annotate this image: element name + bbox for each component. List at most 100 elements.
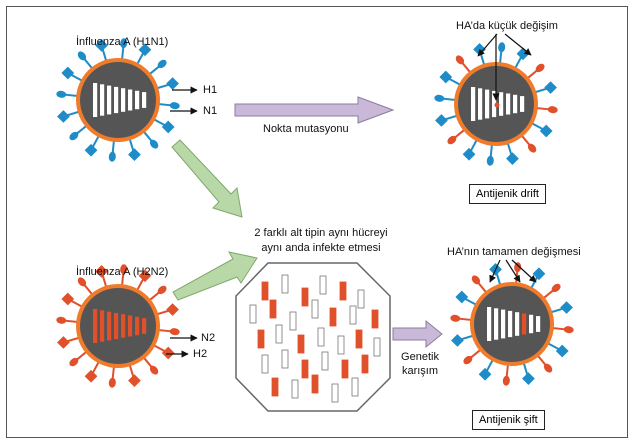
hemagglutinin-spike bbox=[56, 316, 67, 324]
gene-segment bbox=[513, 94, 518, 114]
neuraminidase-spike bbox=[539, 124, 553, 138]
gene-segment bbox=[107, 85, 112, 115]
neuraminidase-spike bbox=[560, 301, 573, 314]
hemagglutinin-spike bbox=[169, 102, 180, 110]
neuraminidase-spike bbox=[435, 114, 448, 127]
hemagglutinin-spike bbox=[434, 94, 445, 102]
hemagglutinin-spike bbox=[108, 151, 116, 162]
hemagglutinin-spike bbox=[547, 106, 558, 114]
h1n1-gene-segment bbox=[349, 305, 357, 325]
h1n1-gene-segment bbox=[249, 304, 257, 324]
hemagglutinin-spike bbox=[120, 264, 128, 275]
gene-segment bbox=[494, 308, 499, 340]
h2-label: H2 bbox=[193, 348, 208, 360]
shift-pointer-2 bbox=[505, 259, 521, 283]
gene-segment bbox=[487, 307, 492, 341]
hemagglutinin-spike bbox=[551, 283, 561, 293]
hemagglutinin-spike bbox=[498, 42, 506, 53]
h1n1-title: İnfluenza A (H1N1) bbox=[76, 36, 169, 48]
gene-segment bbox=[121, 88, 126, 112]
gene-segment bbox=[492, 90, 497, 118]
hemagglutinin-spike bbox=[450, 314, 461, 322]
gene-segment bbox=[114, 86, 119, 114]
gene-segment bbox=[520, 96, 525, 112]
antigenic-drift-box: Antijenik drift bbox=[469, 184, 546, 205]
neuraminidase-spike bbox=[166, 77, 179, 90]
neuraminidase-spike bbox=[166, 303, 179, 316]
neuraminidase-spike bbox=[451, 334, 464, 347]
hemagglutinin-spike bbox=[502, 375, 510, 386]
neuraminidase-spike bbox=[455, 290, 469, 304]
neuraminidase-spike bbox=[555, 344, 569, 358]
mutation-dot bbox=[494, 102, 500, 108]
hemagglutinin-spike bbox=[69, 357, 79, 367]
hemagglutinin-spike bbox=[120, 38, 128, 49]
cell-gene-segments bbox=[249, 274, 381, 403]
h1n1-gene-segment bbox=[351, 377, 359, 397]
neuraminidase-spike bbox=[522, 372, 535, 385]
h2n2-virion bbox=[56, 264, 180, 388]
hemagglutinin-spike bbox=[149, 365, 159, 375]
gene-segment bbox=[135, 316, 140, 336]
reassortment-label-line1: Genetik bbox=[401, 351, 439, 363]
h1n1-gene-segment bbox=[337, 335, 345, 355]
hemagglutinin-spike bbox=[157, 59, 167, 69]
h2n2-gene-segment bbox=[261, 281, 269, 301]
neuraminidase-spike bbox=[478, 367, 492, 381]
h2n2-gene-segment bbox=[301, 359, 309, 379]
h1n1-gene-segment bbox=[275, 324, 283, 344]
h2n2-gene-segment bbox=[371, 309, 379, 329]
hemagglutinin-spike bbox=[447, 135, 457, 145]
hemagglutinin-spike bbox=[455, 55, 465, 65]
h1n1-virion bbox=[56, 38, 180, 162]
h2n2-gene-segment bbox=[257, 329, 265, 349]
neuraminidase-spike bbox=[128, 148, 141, 161]
neuraminidase-spike bbox=[61, 66, 75, 80]
h1n1-to-coinfection-arrow bbox=[171, 139, 243, 218]
drift-virion bbox=[434, 42, 558, 166]
gene-segment bbox=[515, 312, 520, 336]
h2n2-gene-segment bbox=[271, 377, 279, 397]
coinfection-label-line1: 2 farklı alt tipin aynı hücreyi bbox=[254, 227, 388, 239]
hemagglutinin-spike bbox=[77, 51, 87, 61]
neuraminidase-spike bbox=[61, 292, 75, 306]
drift-pointer-1 bbox=[477, 33, 498, 57]
neuraminidase-spike bbox=[544, 81, 557, 94]
hemagglutinin-spike bbox=[563, 326, 574, 334]
coinfection-label-line2: aynı anda infekte etmesi bbox=[261, 242, 381, 254]
neuraminidase-spike bbox=[84, 143, 98, 157]
neuraminidase-spike bbox=[506, 152, 519, 165]
h1-label: H1 bbox=[203, 84, 218, 96]
neuraminidase-spike bbox=[128, 374, 141, 387]
h2n2-gene-segment bbox=[329, 307, 337, 327]
h2n2-title: İnfluenza A (H2N2) bbox=[76, 266, 169, 278]
hemagglutinin-spike bbox=[514, 262, 522, 273]
h1n1-gene-segment bbox=[261, 354, 269, 374]
reassortment-arrow bbox=[392, 319, 443, 349]
gene-segment bbox=[128, 89, 133, 111]
neuraminidase-spike bbox=[439, 70, 453, 84]
h1n1-gene-segment bbox=[281, 349, 289, 369]
h2n2-gene-segment bbox=[355, 329, 363, 349]
gene-segment bbox=[471, 87, 476, 121]
gene-segment bbox=[529, 314, 534, 334]
gene-segment bbox=[522, 313, 527, 335]
neuraminidase-spike bbox=[57, 336, 70, 349]
h2n2-gene-segment bbox=[311, 374, 319, 394]
drift-pointer-2 bbox=[504, 33, 532, 56]
h1n1-gene-segment bbox=[319, 275, 327, 295]
h1n1-gene-segment bbox=[373, 337, 381, 357]
gene-segment bbox=[501, 309, 506, 339]
hemagglutinin-spike bbox=[56, 90, 67, 98]
h1n1-gene-segment bbox=[291, 379, 299, 399]
gene-segment bbox=[485, 89, 490, 119]
neuraminidase-spike bbox=[161, 346, 175, 360]
h2n2-gene-segment bbox=[301, 287, 309, 307]
gene-segment bbox=[100, 310, 105, 342]
neuraminidase-spike bbox=[516, 47, 530, 61]
neuraminidase-spike bbox=[462, 147, 476, 161]
hemagglutinin-spike bbox=[486, 155, 494, 166]
h1n1-gene-segment bbox=[311, 299, 319, 319]
gene-segment bbox=[121, 314, 126, 338]
hemagglutinin-spike bbox=[77, 277, 87, 287]
